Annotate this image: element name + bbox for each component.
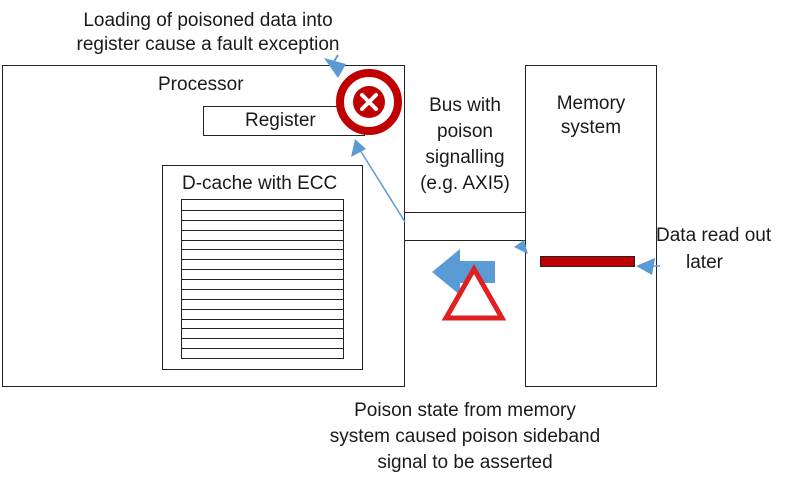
x-circle-icon [336, 69, 402, 135]
data-read-note-line-2: later [686, 252, 723, 273]
data-read-note-line-1: Data read out [656, 225, 772, 246]
poison-state-line-3: signal to be asserted [377, 452, 553, 473]
data-read-note: Data read out later [656, 222, 771, 276]
dcache-line [182, 308, 343, 310]
bus-label-line-4: (e.g. AXI5) [420, 173, 510, 194]
poison-state-line-1: Poison state from memory [354, 400, 576, 421]
dcache-line [182, 239, 343, 241]
fault-note-arrow [324, 54, 346, 78]
dcache-line [182, 348, 343, 350]
dcache-line [182, 249, 343, 251]
fault-note: Loading of poisoned data into register c… [58, 9, 358, 57]
memory-label-line-2: system [560, 117, 622, 138]
processor-title: Processor [158, 74, 244, 95]
dcache-line [182, 269, 343, 271]
bus-to-register-arrow [351, 139, 406, 223]
dcache-line [182, 219, 343, 221]
memory-entry-arrow [514, 240, 528, 254]
bus-label: Bus with poison signalling (e.g. AXI5) [405, 93, 525, 197]
dcache-line [182, 338, 343, 340]
memory-label-line-1: Memory [556, 93, 626, 114]
memory-label: Memory system [525, 92, 657, 140]
dcache-line [182, 288, 343, 290]
bus-line-bottom [404, 240, 526, 241]
memory-box [525, 65, 657, 387]
register-label: Register [245, 110, 316, 131]
dcache-label: D-cache with ECC [182, 173, 338, 194]
bus-label-line-1: Bus with [429, 95, 501, 116]
dcache-line [182, 229, 343, 231]
dcache-line [182, 328, 343, 330]
bus-label-line-3: signalling [425, 147, 505, 168]
dcache-line-stack [182, 200, 343, 358]
poison-state-line-2: system caused poison sideband [329, 426, 601, 447]
bus-line-top [404, 212, 526, 213]
bus-label-line-2: poison [437, 121, 493, 142]
data-read-arrow [636, 258, 660, 275]
warning-triangle-icon [441, 263, 507, 321]
poisoned-data-block [540, 256, 635, 267]
fault-note-line-2: register cause a fault exception [76, 34, 340, 55]
dcache-line [182, 298, 343, 300]
dcache-line [182, 279, 343, 280]
fault-note-line-1: Loading of poisoned data into [83, 10, 333, 31]
dcache-line [182, 209, 343, 211]
dcache-line [182, 259, 343, 261]
dcache-lines [181, 199, 344, 359]
dcache-line [182, 318, 343, 320]
poison-state-note: Poison state from memory system caused p… [300, 398, 630, 476]
